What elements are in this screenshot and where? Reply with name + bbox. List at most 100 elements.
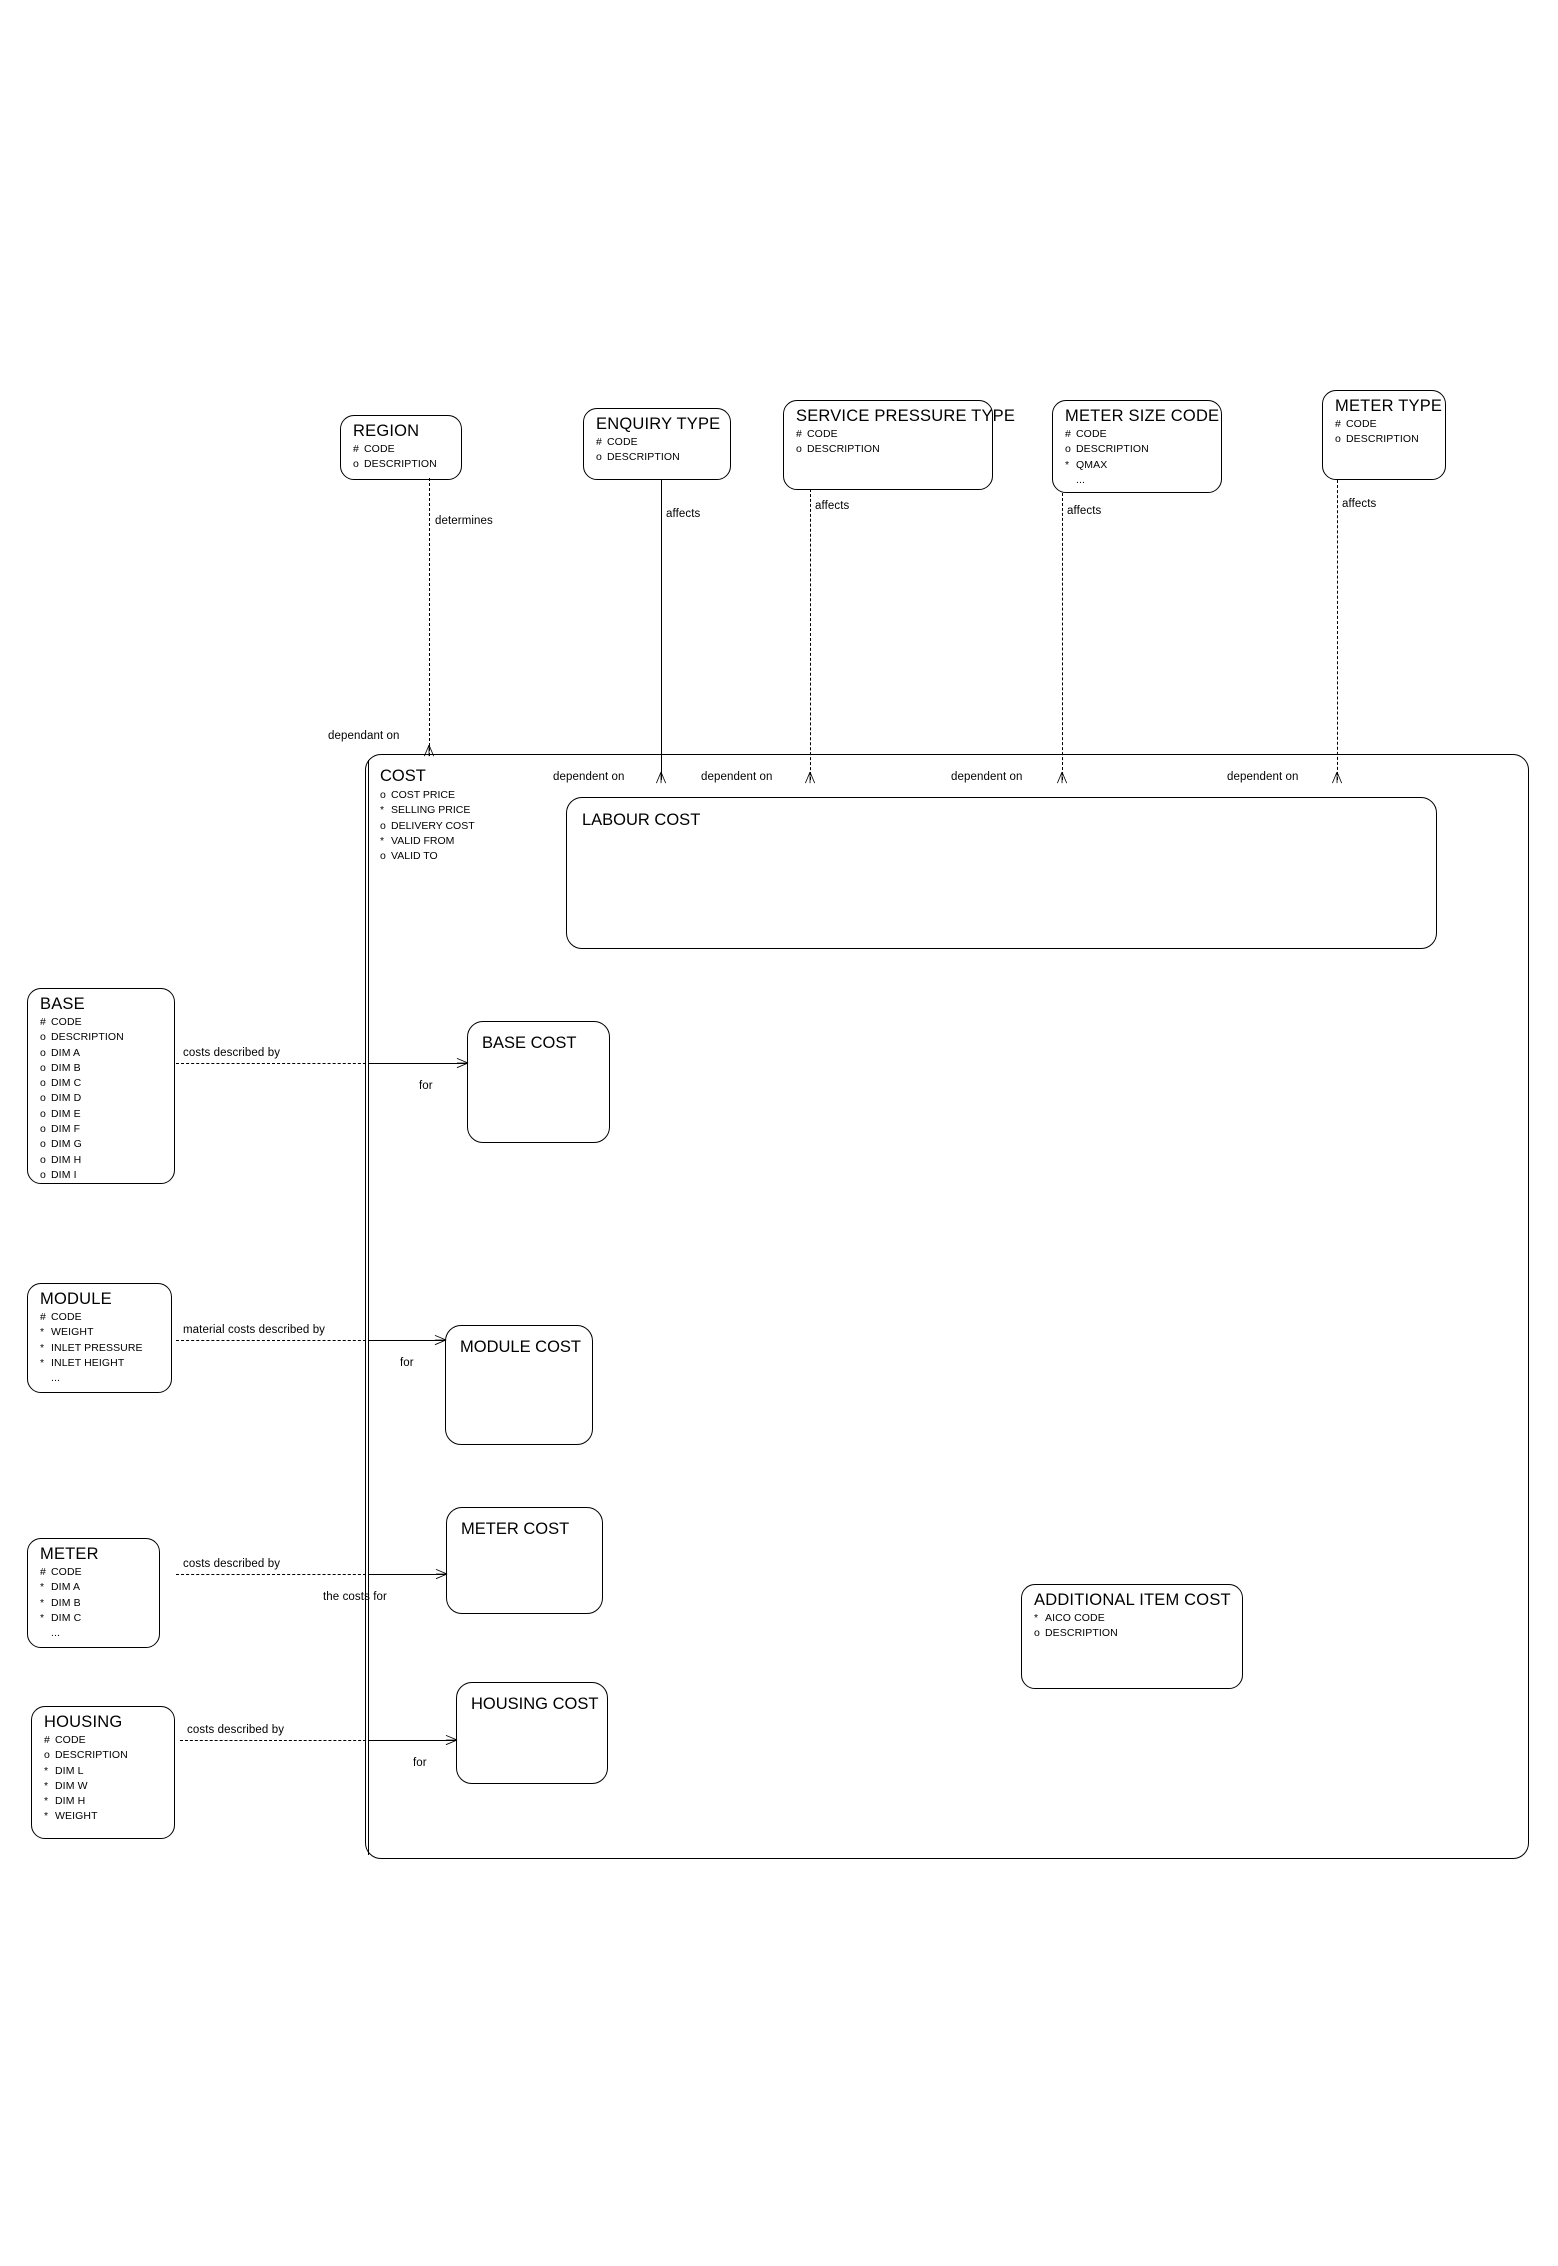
- attribute-marker: o: [44, 1749, 50, 1762]
- entity-labour-cost[interactable]: LABOUR COST: [566, 797, 1437, 949]
- attribute-marker: *: [1034, 1612, 1039, 1624]
- entity-region-title: REGION: [353, 422, 420, 440]
- attribute-marker: *: [40, 1581, 45, 1594]
- entity-housing-cost[interactable]: HOUSING COST: [456, 1682, 608, 1784]
- attribute-marker: o: [353, 458, 359, 471]
- attribute-row: #CODE: [40, 1015, 164, 1030]
- attribute-label: SELLING PRICE: [391, 804, 471, 817]
- attribute-row: #CODE: [1065, 427, 1211, 442]
- attribute-label: ...: [1076, 473, 1086, 486]
- attribute-marker: #: [1065, 428, 1071, 440]
- entity-meter[interactable]: METER #CODE *DIM A *DIM B *DIM C ...: [27, 1538, 160, 1648]
- attribute-marker: #: [40, 1566, 46, 1578]
- attribute-row: * AICO CODE: [1034, 1611, 1232, 1626]
- connector-base-solid: [368, 1063, 467, 1064]
- rel-label-meter-type-affects: affects: [1342, 498, 1377, 510]
- attribute-label: DIM L: [55, 1764, 84, 1777]
- attribute-marker: #: [353, 443, 359, 455]
- attribute-marker: *: [1065, 458, 1070, 471]
- attribute-marker: *: [40, 1341, 45, 1354]
- attribute-label: DIM D: [51, 1092, 82, 1105]
- attribute-label: DESCRIPTION: [607, 451, 680, 464]
- attribute-label: AICO CODE: [1045, 1612, 1105, 1624]
- attribute-marker: *: [44, 1779, 49, 1792]
- rel-label-service-pressure-dependent-on: dependent on: [701, 771, 773, 783]
- rel-label-meter-size-affects: affects: [1067, 505, 1102, 517]
- attribute-row: o DESCRIPTION: [40, 1030, 164, 1045]
- attribute-marker: o: [40, 1168, 46, 1181]
- connector-meter-type-labour: [1337, 480, 1338, 780]
- attribute-label: INLET HEIGHT: [51, 1356, 125, 1369]
- attribute-row: # CODE: [44, 1733, 164, 1748]
- attribute-marker: *: [40, 1326, 45, 1339]
- attribute-marker: o: [40, 1092, 46, 1105]
- attribute-row: *INLET PRESSURE: [40, 1341, 161, 1356]
- crowsfoot-enquiry-labour: [656, 771, 667, 784]
- attribute-label: DELIVERY COST: [391, 819, 475, 832]
- attribute-label: CODE: [1346, 418, 1377, 430]
- crowsfoot-meter-cost: [435, 1569, 448, 1580]
- attribute-label: DIM B: [51, 1061, 81, 1074]
- entity-housing-cost-title: HOUSING COST: [471, 1695, 599, 1713]
- attribute-label: DESCRIPTION: [51, 1031, 124, 1044]
- rel-label-meter-size-dependent-on: dependent on: [951, 771, 1023, 783]
- attribute-marker: #: [44, 1734, 50, 1746]
- entity-meter-cost[interactable]: METER COST: [446, 1507, 603, 1614]
- rel-label-housing-for: for: [413, 1757, 427, 1769]
- connector-meter-dashed: [176, 1574, 371, 1575]
- attribute-label: DIM W: [55, 1779, 88, 1792]
- attribute-label: CODE: [807, 428, 838, 440]
- entity-module[interactable]: MODULE #CODE *WEIGHT *INLET PRESSURE *IN…: [27, 1283, 172, 1393]
- attribute-marker: o: [40, 1031, 46, 1044]
- attribute-label: DIM H: [55, 1795, 86, 1808]
- attribute-marker: *: [40, 1356, 45, 1369]
- connector-service-pressure-labour: [810, 489, 811, 780]
- attribute-label: DESCRIPTION: [1346, 433, 1419, 446]
- connector-housing-solid: [368, 1740, 456, 1741]
- entity-module-cost[interactable]: MODULE COST: [445, 1325, 593, 1445]
- attribute-row: # CODE: [40, 1565, 149, 1580]
- attribute-label: CODE: [55, 1734, 86, 1746]
- attribute-label: CODE: [51, 1566, 82, 1578]
- entity-meter-type-title: METER TYPE: [1335, 397, 1443, 415]
- attribute-row: #CODE: [40, 1310, 161, 1325]
- entity-meter-cost-title: METER COST: [461, 1520, 570, 1538]
- connector-meter-size-labour: [1062, 493, 1063, 780]
- connector-module-solid: [368, 1340, 445, 1341]
- rel-label-base-for: for: [419, 1080, 433, 1092]
- attribute-row: ...: [40, 1626, 149, 1641]
- attribute-label: CODE: [364, 443, 395, 455]
- attribute-marker: *: [44, 1810, 49, 1823]
- crowsfoot-meter-size-labour: [1057, 771, 1068, 784]
- attribute-label: ...: [51, 1627, 61, 1640]
- entity-enquiry-type-title: ENQUIRY TYPE: [596, 415, 721, 433]
- entity-base-cost[interactable]: BASE COST: [467, 1021, 610, 1143]
- crowsfoot-meter-type-labour: [1332, 771, 1343, 784]
- attribute-label: DIM F: [51, 1123, 81, 1136]
- attribute-label: VALID FROM: [391, 834, 455, 847]
- entity-module-title: MODULE: [40, 1290, 112, 1308]
- attribute-marker: *: [380, 804, 385, 817]
- attribute-row: ...: [1065, 473, 1211, 488]
- attribute-row: * INLET HEIGHT: [40, 1356, 161, 1371]
- connector-enquiry-labour: [661, 480, 662, 780]
